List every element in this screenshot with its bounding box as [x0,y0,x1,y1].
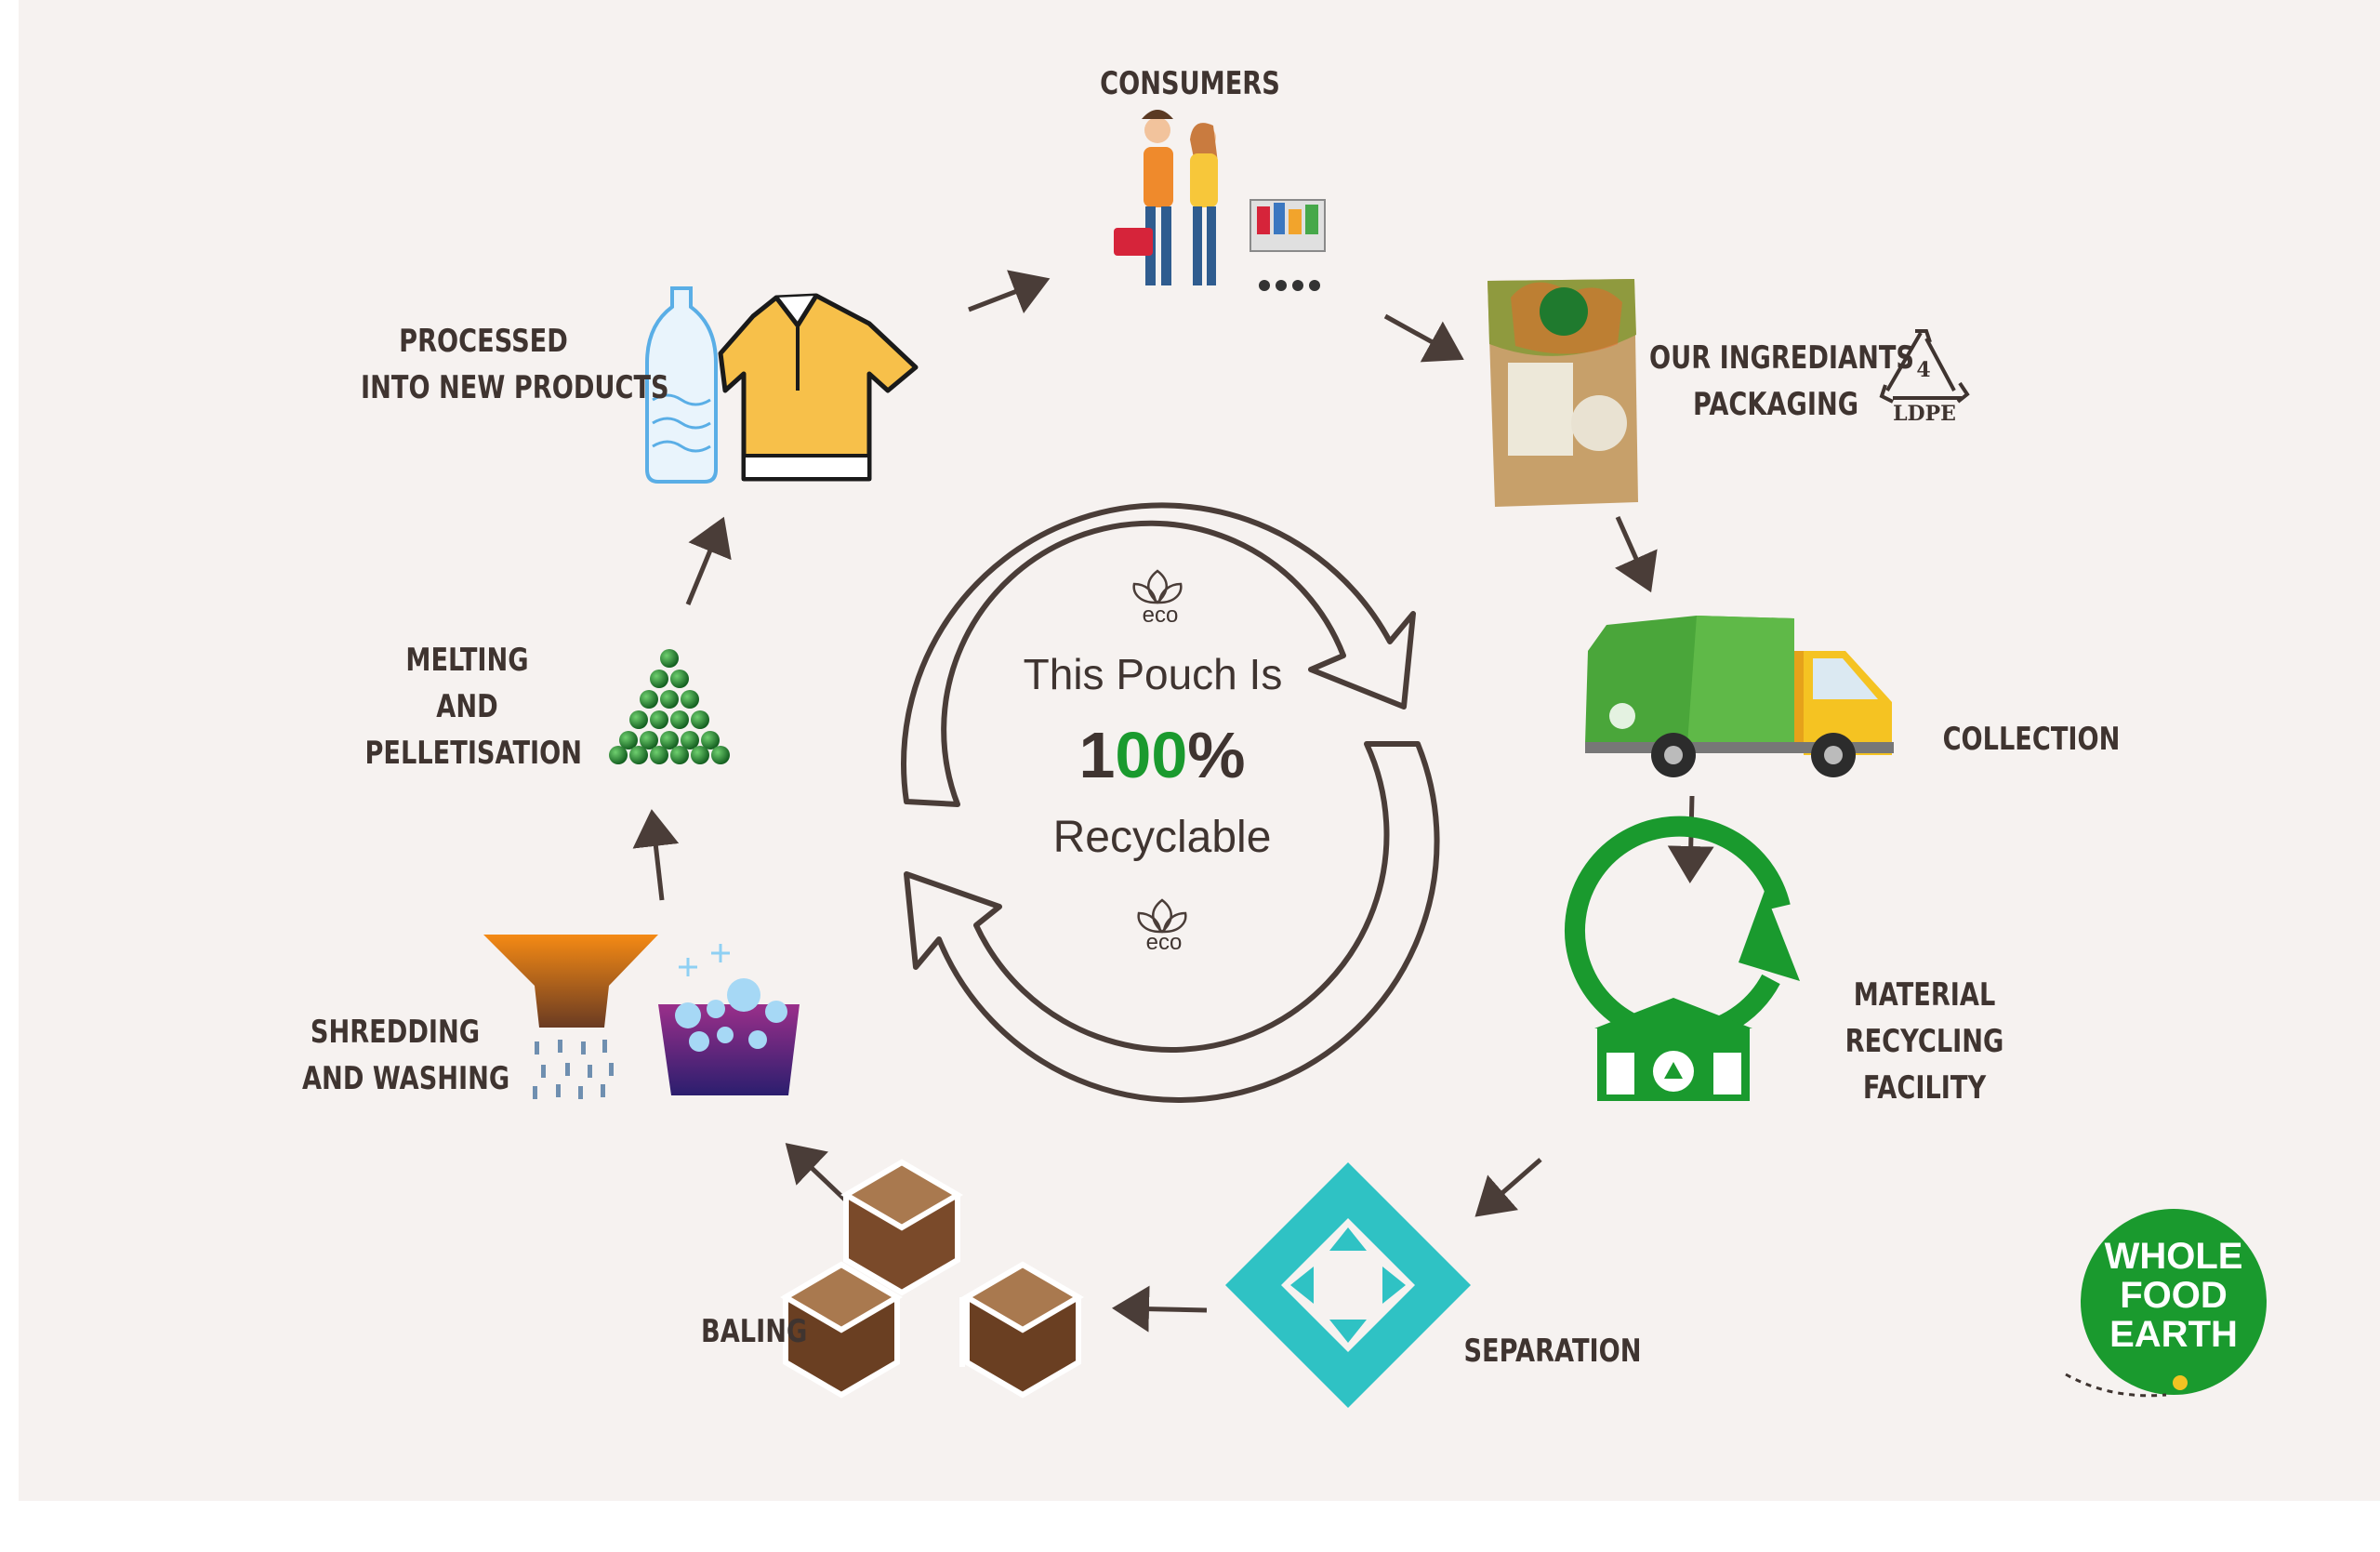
label-consumers: CONSUMERS [1100,65,1280,102]
recycle-code-label: LDPE [1893,402,1956,426]
label-baling: BALING [701,1313,808,1350]
arrow-to-consumers [968,270,1051,314]
eco-leaf-icon-bottom [1137,898,1187,934]
arrow-to-collection [1614,515,1658,593]
arrow-to-packaging [1383,313,1464,363]
arrow-to-melting [632,809,680,901]
percent-digit-one: 1 [1078,719,1116,791]
consumers-icon [1114,110,1326,291]
recycle-code-number: 4 [1916,358,1931,382]
pouch-packaging-icon [1488,279,1638,507]
arrow-to-shredding [785,1143,850,1204]
label-separation: SEPARATION [1463,1333,1642,1370]
shredder-washer-icon [483,935,800,1099]
percent-zeros: 00 [1115,719,1188,791]
whole-food-earth-logo [2065,1209,2267,1398]
eco-leaf-icon-top [1132,569,1183,604]
separation-icon [1225,1162,1471,1408]
arrow-to-processed [685,516,732,605]
center-line-percentage: 100% [985,718,1339,792]
logo-text: WHOLE FOOD EARTH [2104,1236,2243,1355]
center-line-recyclable: Recyclable [1052,813,1272,862]
recycling-facility-icon [1564,816,1800,1101]
bottle-shirt-icon [645,286,919,484]
bales-cubes-icon [780,1159,1084,1399]
percent-sign: % [1187,719,1246,791]
label-collection: COLLECTION [1942,721,2121,758]
cycle-arrows [632,270,1714,1333]
recycle-ring-icon [901,502,1440,1104]
pellets-pyramid-icon [609,649,730,764]
garbage-truck-icon [1585,616,1894,777]
eco-label-top: eco [1142,603,1179,628]
arrow-to-separation [1474,1158,1542,1217]
arrow-to-baling [1112,1285,1208,1333]
eco-label-bottom: eco [1145,930,1183,955]
ldpe-recycle-code-icon [1879,329,1970,404]
center-line-pouch: This Pouch Is [1023,650,1283,698]
